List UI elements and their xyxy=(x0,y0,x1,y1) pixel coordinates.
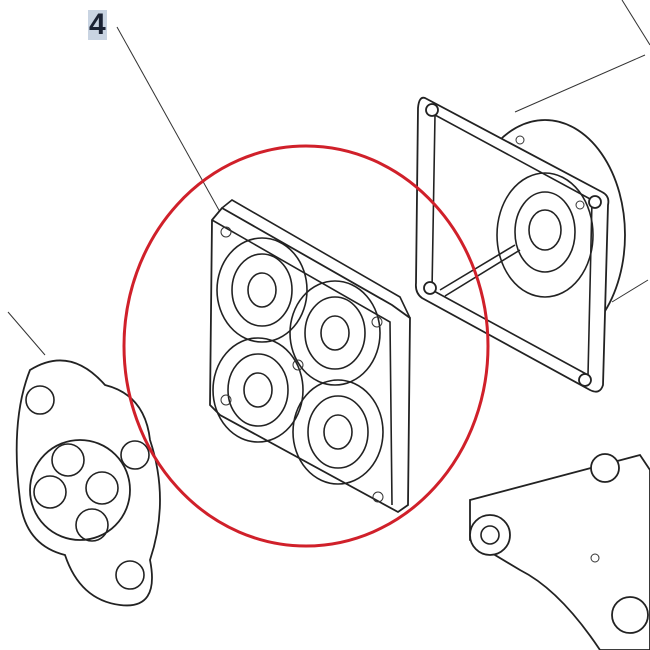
diaphragm-chambers xyxy=(212,237,384,485)
leader-line-top-right xyxy=(621,0,650,46)
highlight-circle xyxy=(122,144,490,548)
part-number-callout: 4 xyxy=(88,8,107,41)
leader-line-part-4 xyxy=(116,26,221,213)
motor-housing-part xyxy=(414,96,626,393)
bracket-part xyxy=(469,453,650,650)
leader-line-left xyxy=(7,311,46,356)
leader-line-right xyxy=(611,279,649,303)
pump-head-part xyxy=(15,359,161,607)
leader-line-motor xyxy=(514,54,646,113)
diaphragm-plate-part-4 xyxy=(209,199,411,514)
